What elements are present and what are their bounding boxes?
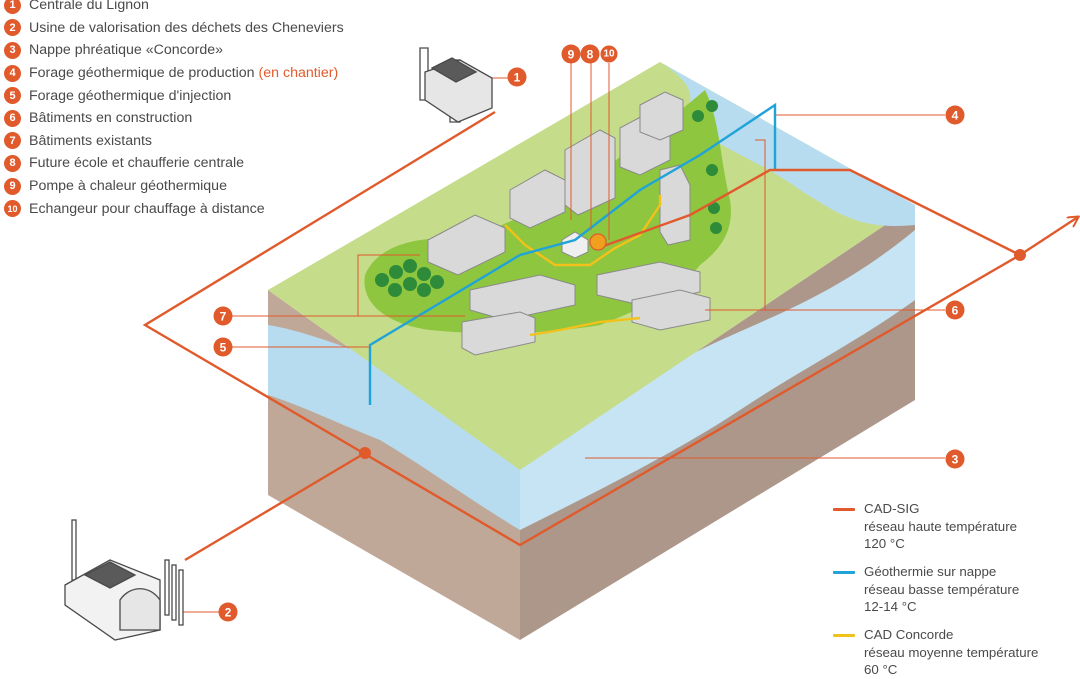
cad-concorde-line bbox=[504, 195, 662, 267]
network-nodes bbox=[359, 249, 1026, 459]
legend-number: 9 bbox=[4, 177, 21, 195]
marker-4: 4 bbox=[945, 105, 965, 125]
building bbox=[509, 169, 566, 229]
marker-1: 1 bbox=[507, 67, 527, 87]
legend-number: 2 bbox=[4, 19, 21, 37]
building bbox=[639, 91, 684, 141]
network-lines bbox=[142, 102, 1078, 562]
geothermal-line bbox=[368, 102, 777, 405]
network-key-geothermie: Géothermie sur nappe réseau basse tempér… bbox=[833, 563, 1019, 616]
network-name: CAD-SIG bbox=[864, 501, 920, 516]
buildings bbox=[427, 91, 711, 356]
school-building bbox=[561, 231, 589, 259]
marker-10: 10 bbox=[600, 45, 618, 63]
power-plant-lignon bbox=[419, 47, 493, 123]
network-key-cad-sig: CAD-SIG réseau haute température 120 °C bbox=[833, 500, 1017, 553]
network-temp: 60 °C bbox=[864, 662, 898, 677]
network-name: CAD Concorde bbox=[864, 627, 954, 642]
cad-sig-loop bbox=[597, 168, 1021, 257]
legend-item-2: 2 Usine de valorisation des déchets des C… bbox=[4, 17, 344, 40]
legend-number: 4 bbox=[4, 64, 21, 82]
network-temp: 120 °C bbox=[864, 536, 905, 551]
leader-lines bbox=[180, 63, 945, 613]
marker-7: 7 bbox=[213, 306, 233, 326]
legend-status-note: (en chantier) bbox=[258, 65, 339, 82]
legend-number: 5 bbox=[4, 87, 21, 105]
legend-text: Usine de valorisation des déchets des Ch… bbox=[29, 19, 344, 36]
legend-number: 1 bbox=[4, 0, 21, 14]
network-desc: réseau moyenne température bbox=[864, 644, 1039, 660]
legend-item-5: 5 Forage géothermique d'injection bbox=[4, 84, 344, 107]
legend-number: 8 bbox=[4, 154, 21, 172]
legend-item-6: 6 Bâtiments en construction bbox=[4, 107, 344, 130]
legend-text: Bâtiments existants bbox=[29, 132, 153, 149]
aquifer-right bbox=[520, 230, 915, 530]
legend-text: Centrale du Lignon bbox=[29, 0, 149, 14]
network-desc: réseau basse température bbox=[864, 581, 1020, 597]
numbered-legend: 1 Centrale du Lignon 2 Usine de valorisatio… bbox=[4, 0, 344, 220]
building bbox=[631, 289, 711, 331]
network-key-cad-concorde: CAD Concorde réseau moyenne température … bbox=[833, 626, 1038, 679]
cad-sig-swatch bbox=[833, 508, 855, 511]
cad-sig-spur bbox=[184, 451, 366, 562]
aquifer-left bbox=[268, 325, 520, 530]
legend-item-10: 10 Echangeur pour chauffage à distance bbox=[4, 197, 344, 220]
legend-text: Bâtiments en construction bbox=[29, 110, 193, 127]
legend-number: 10 bbox=[4, 200, 21, 218]
legend-text: Forage géothermique de production bbox=[29, 65, 255, 82]
building bbox=[659, 164, 691, 246]
marker-5: 5 bbox=[213, 337, 233, 357]
marker-6: 6 bbox=[945, 300, 965, 320]
legend-text: Nappe phréatique «Concorde» bbox=[29, 42, 224, 59]
river bbox=[660, 62, 915, 226]
legend-item-9: 9 Pompe à chaleur géothermique bbox=[4, 175, 344, 198]
marker-2: 2 bbox=[218, 602, 238, 622]
legend-item-7: 7 Bâtiments existants bbox=[4, 130, 344, 153]
legend-item-3: 3 Nappe phréatique «Concorde» bbox=[4, 39, 344, 62]
cad-sig-arrow bbox=[1019, 217, 1078, 257]
legend-number: 7 bbox=[4, 132, 21, 150]
incineration-plant-cheneviers bbox=[64, 519, 184, 641]
trees bbox=[375, 100, 722, 297]
building bbox=[427, 214, 506, 276]
marker-8: 8 bbox=[580, 44, 600, 64]
legend-text: Future école et chaufferie centrale bbox=[29, 155, 245, 172]
building bbox=[564, 129, 616, 216]
cad-concorde-branch bbox=[529, 316, 641, 337]
legend-text: Pompe à chaleur géothermique bbox=[29, 178, 227, 195]
cad-sig-network bbox=[142, 110, 1021, 547]
legend-number: 6 bbox=[4, 109, 21, 127]
legend-item-8: 8 Future école et chaufferie centrale bbox=[4, 152, 344, 175]
network-temp: 12-14 °C bbox=[864, 599, 917, 614]
marker-3: 3 bbox=[945, 449, 965, 469]
legend-number: 3 bbox=[4, 41, 21, 59]
building bbox=[461, 311, 536, 356]
network-name: Géothermie sur nappe bbox=[864, 564, 997, 579]
legend-item-4: 4 Forage géothermique de production (en c… bbox=[4, 62, 344, 85]
building bbox=[469, 274, 576, 321]
cad-concorde-swatch bbox=[833, 634, 855, 637]
legend-item-1: 1 Centrale du Lignon bbox=[4, 0, 344, 17]
network-desc: réseau haute température bbox=[864, 518, 1018, 534]
marker-9: 9 bbox=[561, 44, 581, 64]
legend-text: Forage géothermique d'injection bbox=[29, 87, 232, 104]
heat-pump-symbol bbox=[589, 233, 607, 251]
legend-text: Echangeur pour chauffage à distance bbox=[29, 200, 265, 217]
geothermie-swatch bbox=[833, 571, 855, 574]
